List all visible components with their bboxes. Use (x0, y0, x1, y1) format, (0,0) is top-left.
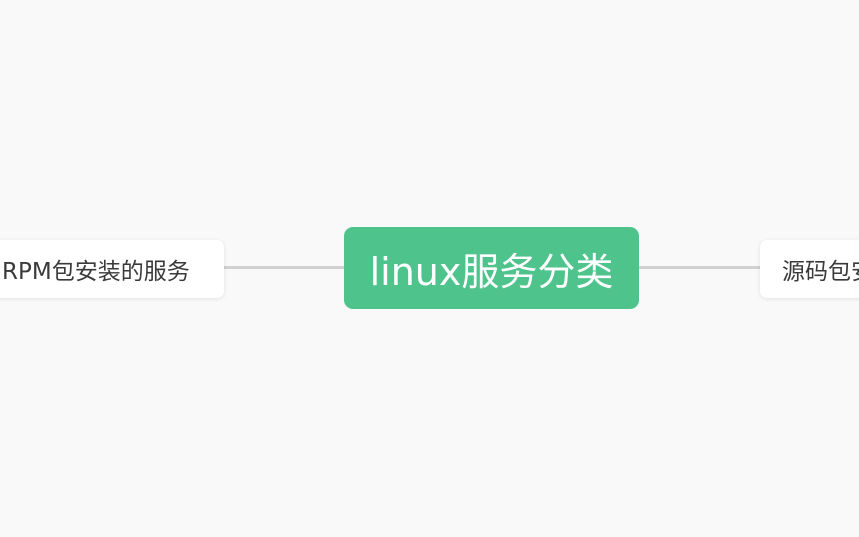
child-node-rpm-services[interactable]: RPM包安装的服务 (0, 240, 224, 298)
child-node-label: RPM包安装的服务 (2, 259, 190, 285)
root-node-label: linux服务分类 (369, 249, 614, 294)
child-node-source-services[interactable]: 源码包安装的服务 (760, 240, 859, 298)
connector-right (636, 266, 762, 269)
child-node-label: 源码包安装的服务 (782, 259, 859, 285)
root-node[interactable]: linux服务分类 (344, 227, 639, 309)
connector-left (222, 266, 346, 269)
